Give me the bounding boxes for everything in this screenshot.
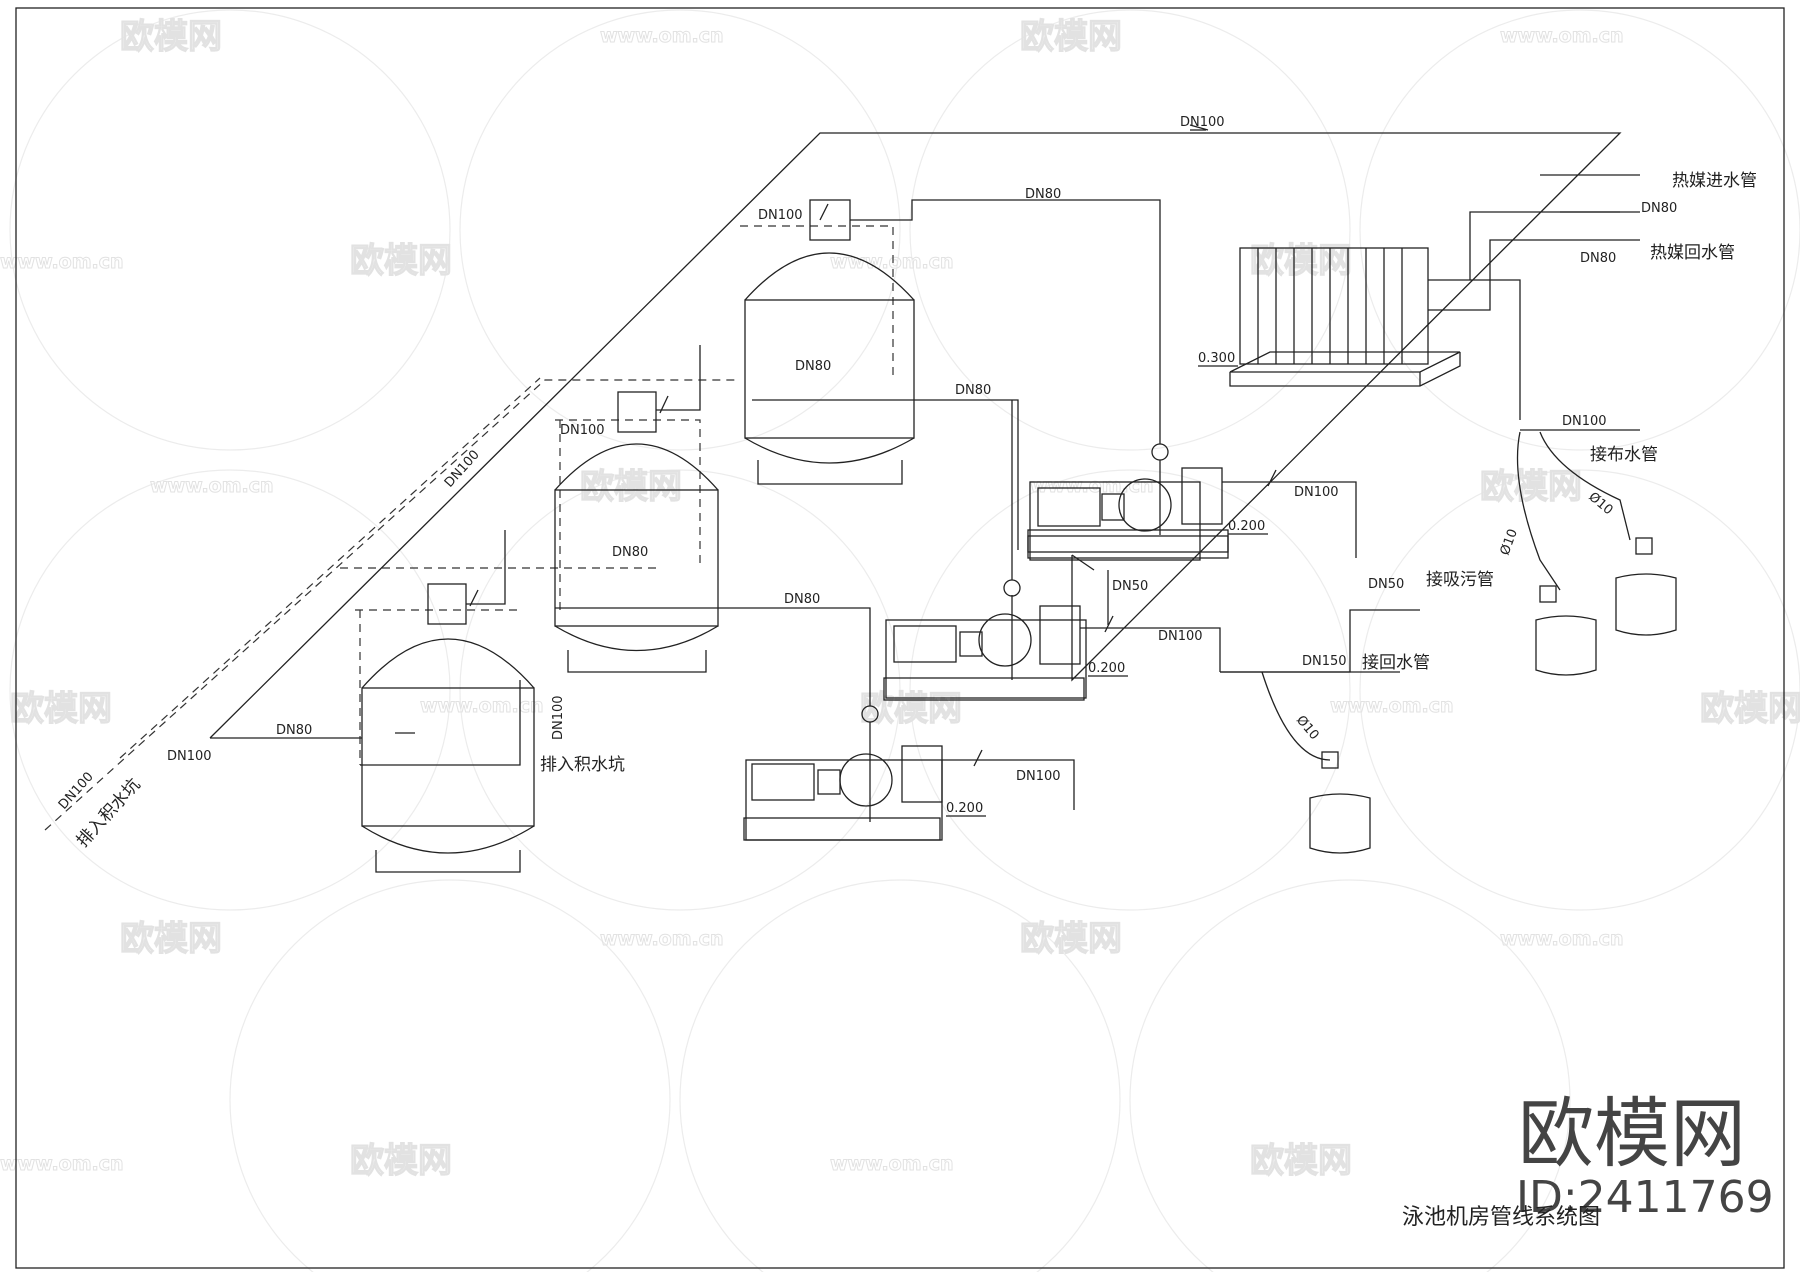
watermark-text: 欧模网 <box>580 467 682 507</box>
watermark-url: www.om.cn <box>1030 475 1154 497</box>
pipe-label: DN100 <box>167 749 212 764</box>
pump-3 <box>1027 260 1357 561</box>
annotation-return-pipe: 接回水管 <box>1362 653 1430 673</box>
annotation-heat-supply: 热媒进水管 <box>1672 171 1757 191</box>
watermark-text: 欧模网 <box>1480 467 1582 507</box>
annotation-drain-pit: 排入积水坑 <box>540 755 625 775</box>
elevation-label: 0.200 <box>1228 519 1265 534</box>
pipe-label: DN50 <box>1112 579 1148 594</box>
pump-1 <box>743 640 1075 841</box>
watermark-url: www.om.cn <box>150 475 274 497</box>
pipe-label: DN80 <box>955 383 991 398</box>
elevation-label: 0.300 <box>1198 351 1235 366</box>
pipe-label: DN80 <box>1641 201 1677 216</box>
filter-tank-3 <box>744 199 915 485</box>
watermark-text: 欧模网 <box>350 1141 452 1181</box>
brand-logo: 欧模网 <box>1518 1089 1746 1178</box>
pipe-label: DN100 <box>560 423 605 438</box>
pipe-label: DN80 <box>1580 251 1616 266</box>
right-piping <box>1220 429 1640 761</box>
pipe-label: Ø10 <box>1498 527 1521 557</box>
annotation-suction-pipe: 接吸污管 <box>1426 570 1494 590</box>
drawing-title: 泳池机房管线系统图 <box>1402 1205 1600 1230</box>
backwash-dashed-lines <box>44 225 894 831</box>
watermark-url: www.om.cn <box>830 1153 954 1175</box>
bucket-3 <box>1615 537 1677 636</box>
pipe-label: Ø10 <box>1585 490 1615 519</box>
pipe-label: DN80 <box>784 592 820 607</box>
watermark-text: 欧模网 <box>120 919 222 959</box>
pipe-label: DN100 <box>1294 485 1339 500</box>
elevation-label: 0.200 <box>1088 661 1125 676</box>
heat-exchanger <box>1229 174 1640 420</box>
bucket-1 <box>1309 751 1371 854</box>
watermark-text: 欧模网 <box>860 689 962 729</box>
annotation-heat-return: 热媒回水管 <box>1650 243 1735 263</box>
pipe-label: DN100 <box>1016 769 1061 784</box>
watermark-text: 欧模网 <box>10 689 112 729</box>
watermark-url: www.om.cn <box>600 25 724 47</box>
brand-block: 欧模网 ID:2411769 泳池机房管线系统图 <box>1402 1089 1774 1230</box>
watermark-text: 欧模网 <box>1250 241 1352 281</box>
watermark-url: www.om.cn <box>420 695 544 717</box>
watermark-url: www.om.cn <box>1500 25 1624 47</box>
filter-tank-1 <box>361 583 535 873</box>
watermark-text: 欧模网 <box>1020 17 1122 57</box>
watermark-url: www.om.cn <box>1330 695 1454 717</box>
pipe-label: DN80 <box>795 359 831 374</box>
watermark-layer: 欧模网 欧模网 欧模网 欧模网 欧模网 欧模网 欧模网 欧模网 欧模网 欧模网 … <box>0 9 1800 1272</box>
bucket-2 <box>1535 585 1597 676</box>
pipe-label: DN100 <box>1180 115 1225 130</box>
elevation-label: 0.200 <box>946 801 983 816</box>
pipe-label: DN100 <box>758 208 803 223</box>
pipe-label: DN100 <box>551 695 566 740</box>
annotations: 排入积水坑 排入积水坑 接吸污管 接回水管 热媒进水管 热媒回水管 接布水管 <box>73 171 1757 851</box>
pipe-label: DN50 <box>1368 577 1404 592</box>
pipe-label: DN100 <box>1158 629 1203 644</box>
watermark-url: www.om.cn <box>0 251 124 273</box>
watermark-text: 欧模网 <box>1020 919 1122 959</box>
annotation-distribution-pipe: 接布水管 <box>1590 445 1658 465</box>
pump-2 <box>883 400 1221 701</box>
pipe-label: Ø10 <box>1293 713 1322 743</box>
elevation-labels: 0.200 0.200 0.200 0.300 <box>946 351 1268 817</box>
tank-pipes <box>210 199 1161 739</box>
watermark-text: 欧模网 <box>350 241 452 281</box>
watermark-url: www.om.cn <box>1500 928 1624 950</box>
pipe-label: DN100 <box>56 770 97 813</box>
pipe-label: DN150 <box>1302 654 1347 669</box>
watermark-text: 欧模网 <box>1250 1141 1352 1181</box>
drawing-border <box>15 7 1785 1269</box>
pipe-label: DN80 <box>276 723 312 738</box>
brand-id: ID:2411769 <box>1516 1172 1774 1223</box>
watermark-text: 欧模网 <box>1700 689 1800 729</box>
watermark-text: 欧模网 <box>120 17 222 57</box>
pipe-label: DN80 <box>612 545 648 560</box>
filter-tank-2 <box>554 391 719 673</box>
pipe-label: DN100 <box>1562 414 1607 429</box>
watermark-url: www.om.cn <box>600 928 724 950</box>
watermark-url: www.om.cn <box>0 1153 124 1175</box>
pipe-label: DN80 <box>1025 187 1061 202</box>
watermark-url: www.om.cn <box>830 251 954 273</box>
